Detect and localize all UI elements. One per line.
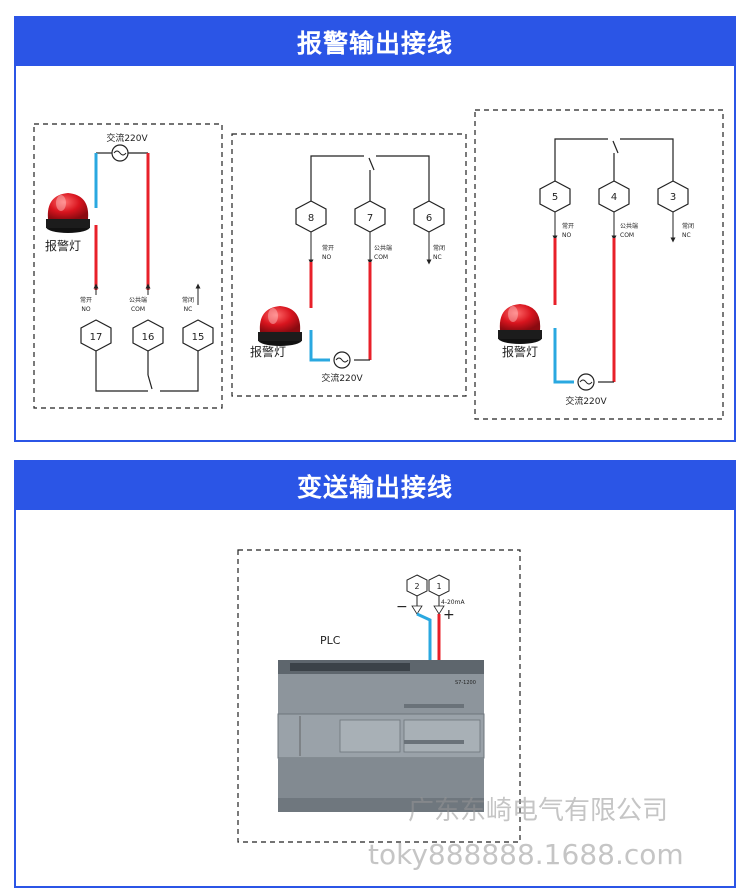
section-title-alarm: 报警输出接线 [16,18,734,66]
svg-text:1: 1 [436,582,441,591]
svg-text:交流220V: 交流220V [565,395,607,407]
svg-text:NC: NC [682,232,691,239]
watermark-site: toky888888.1688.com [368,838,684,871]
svg-text:交流220V: 交流220V [321,372,363,384]
svg-text:公共端: 公共端 [620,222,638,230]
svg-text:NO: NO [562,232,571,239]
svg-text:常开: 常开 [80,296,92,304]
plc-model-label: S7-1200 [455,680,476,686]
svg-text:15: 15 [192,332,205,343]
svg-text:NC: NC [433,254,442,261]
lamp-label-1: 报警灯 [45,238,81,253]
svg-text:17: 17 [90,332,103,343]
svg-text:7: 7 [367,213,373,224]
relay-switch [368,157,375,171]
ac-label-1: 交流220V [106,132,148,144]
blue-wire [309,330,330,362]
svg-text:公共端: 公共端 [374,244,392,252]
relay-switch [612,140,619,154]
svg-text:NO: NO [81,306,90,313]
svg-text:8: 8 [308,213,314,224]
plc-device-icon [277,660,485,812]
svg-text:COM: COM [620,232,634,239]
svg-text:4-20mA: 4-20mA [441,599,465,606]
diagram-2: 8 7 6 常开 NO 公共端 COM 常闭 NC 交流220V 报警灯 [231,133,467,397]
svg-text:常闭: 常闭 [433,244,445,252]
alarm-lamp-icon [498,304,542,344]
svg-text:6: 6 [426,213,432,224]
blue-wire [416,612,432,664]
svg-text:常开: 常开 [322,244,334,252]
svg-text:报警灯: 报警灯 [250,344,286,359]
watermark-company: 广东东崎电气有限公司 [408,796,669,826]
svg-text:5: 5 [552,192,558,203]
svg-text:NO: NO [322,254,331,261]
svg-text:报警灯: 报警灯 [502,344,538,359]
diagram-1: 交流220V 报警灯 常开 NO 公共端 COM 常闭 NC 17 16 15 [33,123,223,409]
section-title-transmitter: 变送输出接线 [16,462,734,510]
blue-wire [553,328,574,384]
minus-sign: − [396,599,408,615]
plus-sign: + [443,607,455,623]
svg-text:公共端: 公共端 [129,296,147,304]
svg-text:常闭: 常闭 [682,222,694,230]
svg-text:常闭: 常闭 [182,296,194,304]
plc-label: PLC [320,634,341,647]
diagram-3: 5 4 3 常开 NO 公共端 COM 常闭 NC 交流220V 报警灯 [474,109,724,420]
alarm-lamp-icon [258,306,302,346]
svg-text:常开: 常开 [562,222,574,230]
svg-text:NC: NC [184,306,193,313]
diagram-4: 2 1 4-20mA − + PLC S7-1200 [237,549,521,843]
svg-text:16: 16 [142,332,155,343]
alarm-lamp-icon [46,193,90,233]
alarm-output-panel: 报警输出接线 [14,16,736,442]
relay-switch [147,374,153,390]
svg-text:COM: COM [374,254,388,261]
svg-text:2: 2 [414,582,419,591]
svg-text:3: 3 [670,192,676,203]
svg-text:4: 4 [611,192,617,203]
svg-text:COM: COM [131,306,145,313]
